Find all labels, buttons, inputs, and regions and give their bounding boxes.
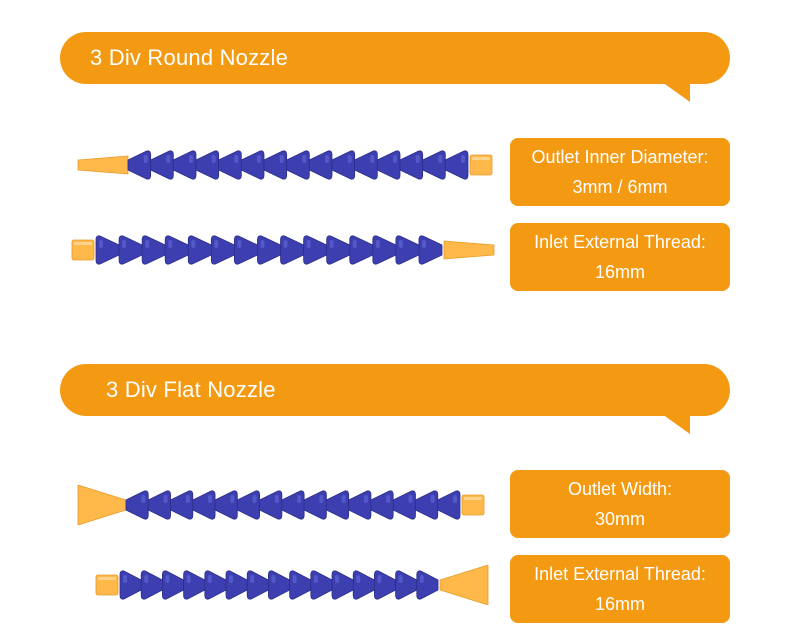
hose-segment xyxy=(308,150,333,180)
hose-segment xyxy=(372,235,397,265)
section-banner-round: 3 Div Round Nozzle xyxy=(60,32,730,102)
spec-box-outlet-inner-diameter: Outlet Inner Diameter: 3mm / 6mm xyxy=(510,138,730,206)
hose-segment xyxy=(125,490,149,520)
hose-segment xyxy=(395,570,418,600)
round-nozzle-image-outlet-right xyxy=(70,230,500,270)
round-nozzle-image-outlet-left xyxy=(70,145,500,185)
flat-tip xyxy=(439,565,489,605)
hose-segment xyxy=(354,150,378,180)
section-banner-flat: 3 Div Flat Nozzle xyxy=(60,364,730,434)
hose-segment xyxy=(310,570,333,600)
banner-tail xyxy=(662,414,690,434)
hose-segment xyxy=(119,570,142,600)
spec-value: 16mm xyxy=(594,594,645,614)
spec-value: 3mm / 6mm xyxy=(572,177,668,197)
hose-segment xyxy=(170,490,194,520)
hose-segment xyxy=(187,235,212,265)
hose-segment xyxy=(415,490,439,520)
hose-segment xyxy=(374,570,396,600)
hose-segment xyxy=(164,235,189,265)
hose-segment xyxy=(195,150,220,180)
hose-segment xyxy=(141,235,166,265)
hose-segment xyxy=(150,150,174,180)
hose-segment xyxy=(331,150,356,180)
hose-segment xyxy=(326,235,351,265)
round-tip xyxy=(77,155,129,175)
hose-segment xyxy=(280,235,304,265)
hose-segment xyxy=(192,490,216,520)
hose-segment xyxy=(204,570,227,600)
spec-value: 16mm xyxy=(594,262,645,282)
spec-value: 30mm xyxy=(594,509,645,529)
hose-segment xyxy=(183,570,206,600)
spec-label: Outlet Width: xyxy=(567,479,673,499)
spec-label: Outlet Inner Diameter: xyxy=(531,147,709,167)
hose-segment xyxy=(263,150,288,180)
hose-segment xyxy=(218,150,242,180)
hose-segment xyxy=(395,235,420,265)
hose-segment xyxy=(268,570,290,600)
hose-segment xyxy=(286,150,310,180)
hose-segment xyxy=(281,490,305,520)
hose-segment xyxy=(95,235,120,265)
hose-segment xyxy=(352,570,375,600)
hose-segment xyxy=(246,570,269,600)
banner-tail xyxy=(662,82,690,102)
hose-segment xyxy=(303,490,327,520)
hose-segment xyxy=(418,235,443,265)
hose-segment xyxy=(392,490,416,520)
hose-segment xyxy=(348,490,372,520)
spec-box-inlet-thread-flat: Inlet External Thread: 16mm xyxy=(510,555,730,623)
hose-segment xyxy=(349,235,374,265)
flat-nozzle-image-outlet-right xyxy=(70,565,500,605)
hose-segment xyxy=(257,235,281,265)
hose-segment xyxy=(118,235,143,265)
spec-box-inlet-thread-round: Inlet External Thread: 16mm xyxy=(510,223,730,291)
hose-segment xyxy=(147,490,171,520)
flat-nozzle-image-outlet-left xyxy=(70,485,500,525)
hose-segment xyxy=(303,235,328,265)
hose-segment xyxy=(236,490,260,520)
hose-segment xyxy=(326,490,350,520)
hose-segment xyxy=(225,570,248,600)
section-title-round: 3 Div Round Nozzle xyxy=(90,45,289,70)
hose-segment xyxy=(331,570,354,600)
spec-box-outlet-width: Outlet Width: 30mm xyxy=(510,470,730,538)
hose-segment xyxy=(234,235,258,265)
hose-segment xyxy=(444,150,469,180)
hose-segment xyxy=(289,570,312,600)
hose-segment xyxy=(259,490,283,520)
hose-segment xyxy=(172,150,197,180)
flat-tip xyxy=(77,485,127,525)
hose-segment xyxy=(210,235,235,265)
hose-segment xyxy=(127,150,152,180)
hose-segment xyxy=(162,570,184,600)
round-tip xyxy=(443,240,495,260)
spec-label: Inlet External Thread: xyxy=(534,232,706,252)
hose-segment xyxy=(399,150,424,180)
spec-label: Inlet External Thread: xyxy=(534,564,706,584)
hose-segment xyxy=(370,490,394,520)
hose-segment xyxy=(376,150,401,180)
hose-segment xyxy=(214,490,238,520)
hose-segment xyxy=(437,490,461,520)
hose-segment xyxy=(422,150,446,180)
hose-segment xyxy=(416,570,439,600)
hose-segment xyxy=(240,150,265,180)
hose-segment xyxy=(140,570,163,600)
section-title-flat: 3 Div Flat Nozzle xyxy=(106,377,276,402)
